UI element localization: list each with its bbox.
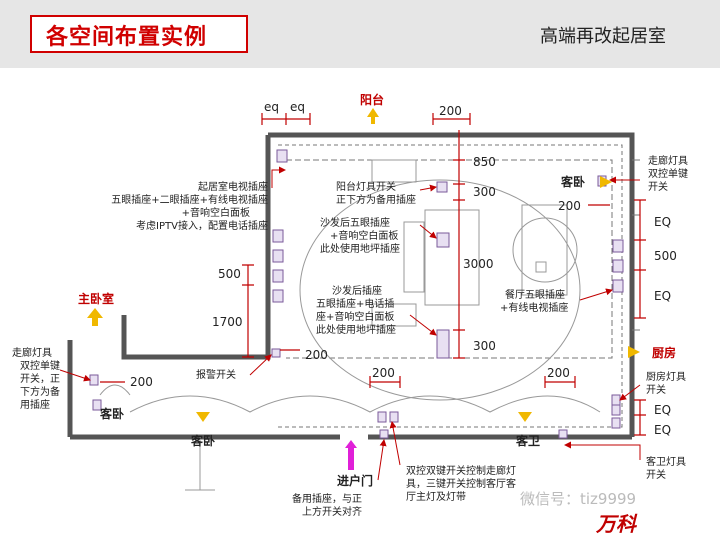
dim-300-b: 300 [473,339,496,353]
note-tv-wall-1: 起居室电视插座 [198,180,268,193]
note-double-switch-3: 厅主灯及灯带 [406,491,466,503]
furniture [299,159,581,401]
note-corridor-left-4: 下方为备 [20,385,60,398]
room-bedroom-left: 客卧 [99,406,124,421]
note-corridor-right-2: 双控单键 [648,167,688,180]
dim-200-right-bottom: 200 [547,366,570,380]
dim-EQ-2: EQ [654,289,671,303]
dim-850: 850 [473,155,496,169]
note-sofa2-1: 沙发后插座 [332,284,382,297]
page-title: 各空间布置实例 [46,25,208,50]
note-corridor-right-1: 走廊灯具 [648,154,688,167]
note-balcony-light-2: 正下方为备用插座 [336,193,416,206]
direction-arrows [87,108,640,470]
note-dining-2: +有线电视插座 [500,301,568,314]
note-corridor-left-2: 双控单键 [20,359,60,372]
note-corridor-right-3: 开关 [648,180,668,193]
note-double-switch-2: 具，三键开关控制客厅客 [406,477,516,490]
note-bath-light-2: 开关 [646,468,666,481]
walls [67,132,635,440]
note-spare-socket-2: 上方开关对齐 [302,505,362,518]
title-frame [30,15,248,53]
note-double-switch-1: 双控双键开关控制走廊灯 [406,464,516,477]
dim-500-left: 500 [218,267,241,281]
room-entrance: 进户门 [337,473,373,488]
dim-200-left: 200 [130,375,153,389]
note-dining-1: 餐厅五眼插座 [505,288,565,301]
dimension-labels: eq eq 200 850 300 3000 300 500 1700 200 … [130,100,677,437]
note-alarm: 报警开关 [196,368,236,381]
dim-EQ-1: EQ [654,215,671,229]
dim-eq-2: eq [290,100,305,114]
dim-EQ-3: EQ [654,403,671,417]
dim-200-mid: 200 [305,348,328,362]
room-bedroom-bottom: 客卧 [190,433,215,448]
room-guest-bath: 客卫 [515,433,540,448]
dim-200-top: 200 [439,104,462,118]
room-bedroom-right: 客卧 [560,174,585,189]
note-corridor-left-3: 开关，正 [20,372,60,385]
note-tv-wall-3: +音响空白面板 [182,206,250,219]
note-tv-wall-2: 五眼插座+二眼插座+有线电视插座 [111,193,268,206]
dim-300-a: 300 [473,185,496,199]
note-sofa2-2: 五眼插座+电话插 [316,297,394,310]
dim-3000: 3000 [463,257,494,271]
note-spare-socket-1: 备用插座，与正 [292,492,362,505]
page-subtitle: 高端再改起居室 [540,26,666,47]
note-sofa1-2: +音响空白面板 [330,229,398,242]
room-balcony: 阳台 [360,92,384,107]
floor-plan: 阳台 主卧室 客卧 客卧 客卧 客卫 厨房 进户门 eq eq 200 850 … [12,92,688,518]
note-kitchen-light-2: 开关 [646,383,666,396]
note-sofa2-4: 此处使用地坪插座 [316,323,396,336]
room-master-bedroom: 主卧室 [78,291,114,306]
dim-EQ-4: EQ [654,423,671,437]
socket-icons [89,149,624,439]
dim-200-bottom: 200 [372,366,395,380]
note-sofa1-1: 沙发后五眼插座 [320,216,390,229]
dim-200-right: 200 [558,199,581,213]
dim-eq-1: eq [264,100,279,114]
room-kitchen: 厨房 [652,345,676,360]
note-corridor-left-5: 用插座 [20,398,50,411]
note-sofa2-3: 座+音响空白面板 [316,310,394,323]
vanke-logo: 万科 [596,512,636,536]
dim-1700: 1700 [212,315,243,329]
note-tv-wall-4: 考虑IPTV接入，配置电话插座 [136,219,268,232]
annotation-notes: 起居室电视插座 五眼插座+二眼插座+有线电视插座 +音响空白面板 考虑IPTV接… [12,154,688,518]
note-balcony-light-1: 阳台灯具开关 [336,180,396,193]
dim-500-right: 500 [654,249,677,263]
watermark-text: 微信号：tiz9999 [520,490,637,508]
note-bath-light-1: 客卫灯具 [646,455,686,468]
note-sofa1-3: 此处使用地坪插座 [320,242,400,255]
dimension-lines [100,113,646,436]
note-kitchen-light-1: 厨房灯具 [646,370,686,383]
note-corridor-left-1: 走廊灯具 [12,346,52,359]
